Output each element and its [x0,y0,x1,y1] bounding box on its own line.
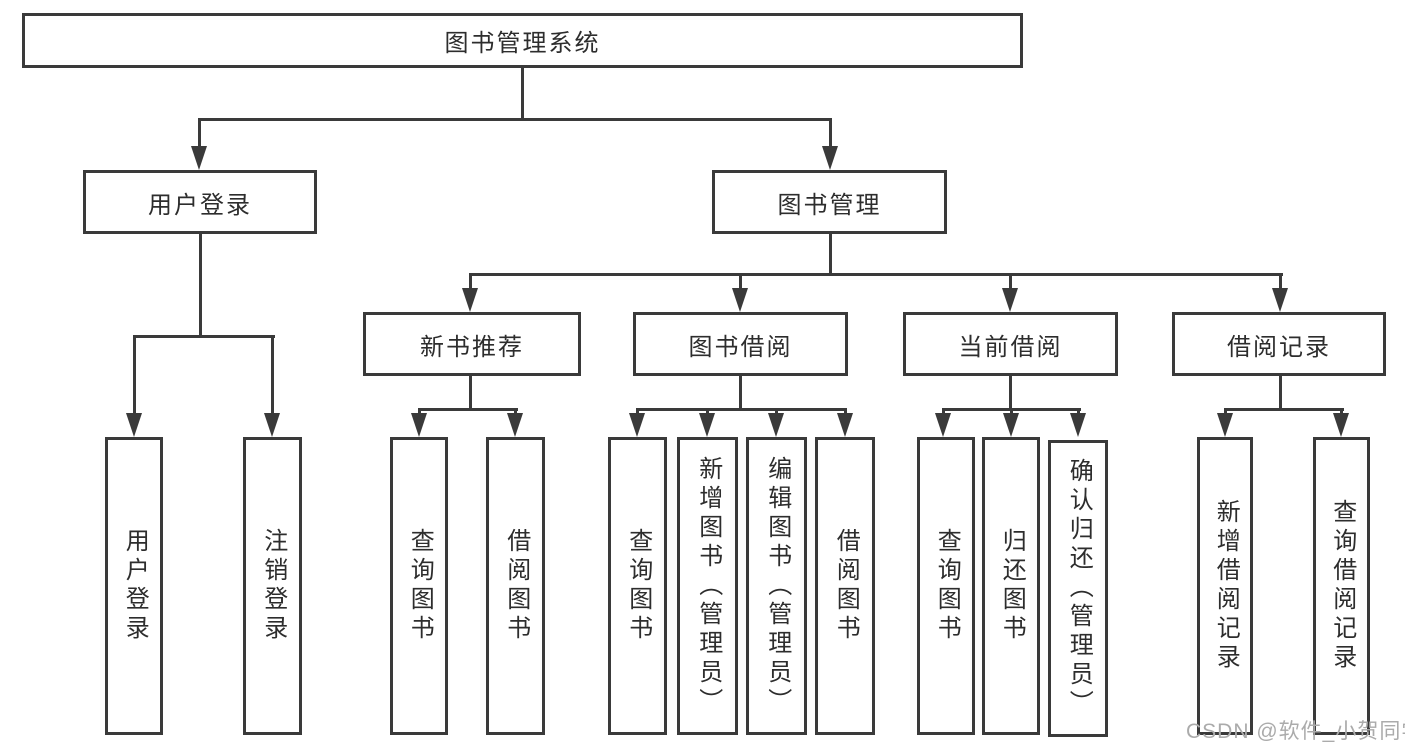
connector-line [271,338,274,417]
connector-line [1279,376,1282,411]
leaf-logout: 注销登录 [243,437,302,735]
arrowhead-icon [191,146,207,170]
connector-line [133,338,136,417]
leaf-edit-books-admin: 编辑图书（管理员） [746,437,807,735]
connector-line [521,68,524,121]
connector-line [133,335,275,338]
connector-line [829,234,832,276]
node-book-management: 图书管理 [712,170,947,234]
connector-line [199,234,202,338]
connector-line [418,408,518,411]
leaf-query-books-borrowing: 查询图书 [608,437,667,735]
arrowhead-icon [935,413,951,437]
arrowhead-icon [264,413,280,437]
node-new-book-recommendation: 新书推荐 [363,312,581,376]
node-current-borrowing: 当前借阅 [903,312,1118,376]
connector-line [198,118,832,121]
connector-line [942,408,1081,411]
arrowhead-icon [1070,413,1086,437]
arrowhead-icon [699,413,715,437]
node-book-borrowing: 图书借阅 [633,312,848,376]
connector-line [636,408,847,411]
connector-line [198,121,201,150]
connector-line [1009,376,1012,411]
connector-line [469,376,472,411]
arrowhead-icon [837,413,853,437]
arrowhead-icon [1003,413,1019,437]
connector-line [1279,276,1282,292]
leaf-add-borrow-record: 新增借阅记录 [1197,437,1253,735]
leaf-add-books-admin: 新增图书（管理员） [677,437,738,735]
arrowhead-icon [629,413,645,437]
connector-line [739,376,742,411]
leaf-borrow-books: 借阅图书 [815,437,875,735]
leaf-return-books: 归还图书 [982,437,1040,735]
node-library-system: 图书管理系统 [22,13,1023,68]
arrowhead-icon [732,288,748,312]
leaf-borrow-books-recommend: 借阅图书 [486,437,545,735]
arrowhead-icon [1333,413,1349,437]
arrowhead-icon [822,146,838,170]
arrowhead-icon [126,413,142,437]
connector-line [469,276,472,292]
arrowhead-icon [411,413,427,437]
watermark: CSDN @软件_小贺同学 [1186,720,1405,743]
connector-line [829,121,832,150]
connector-line [739,276,742,292]
connector-line [469,273,1283,276]
node-borrowing-records: 借阅记录 [1172,312,1386,376]
leaf-query-books-current: 查询图书 [917,437,975,735]
arrowhead-icon [462,288,478,312]
arrowhead-icon [1272,288,1288,312]
connector-line [1224,408,1344,411]
arrowhead-icon [507,413,523,437]
arrowhead-icon [1217,413,1233,437]
leaf-user-login: 用户登录 [105,437,163,735]
leaf-confirm-return-admin: 确认归还（管理员） [1048,440,1108,737]
arrowhead-icon [1002,288,1018,312]
arrowhead-icon [768,413,784,437]
leaf-query-borrow-record: 查询借阅记录 [1313,437,1370,735]
connector-line [1009,276,1012,292]
leaf-query-books-recommend: 查询图书 [390,437,448,735]
node-user-login: 用户登录 [83,170,317,234]
